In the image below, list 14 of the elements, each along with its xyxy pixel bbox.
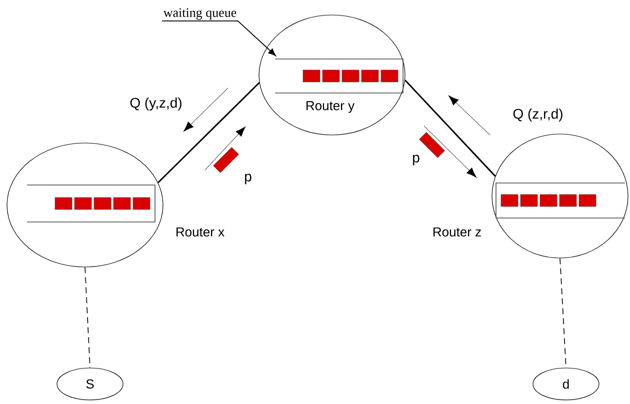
node-label: Router x [176, 227, 224, 237]
signal-label: p [245, 174, 252, 184]
queue [496, 182, 626, 218]
link-line [404, 80, 496, 177]
leader-line [162, 20, 276, 56]
link-line [158, 82, 260, 184]
node-label: Router z [434, 227, 481, 237]
link-line [84, 266, 90, 368]
label-text: waiting queue [163, 8, 236, 20]
signal-label: Q (y,z,d) [130, 97, 182, 111]
signal-label: p [413, 154, 420, 166]
queue [26, 184, 156, 222]
queue [274, 58, 404, 94]
signal-label: Q (z,r,d) [513, 108, 562, 122]
